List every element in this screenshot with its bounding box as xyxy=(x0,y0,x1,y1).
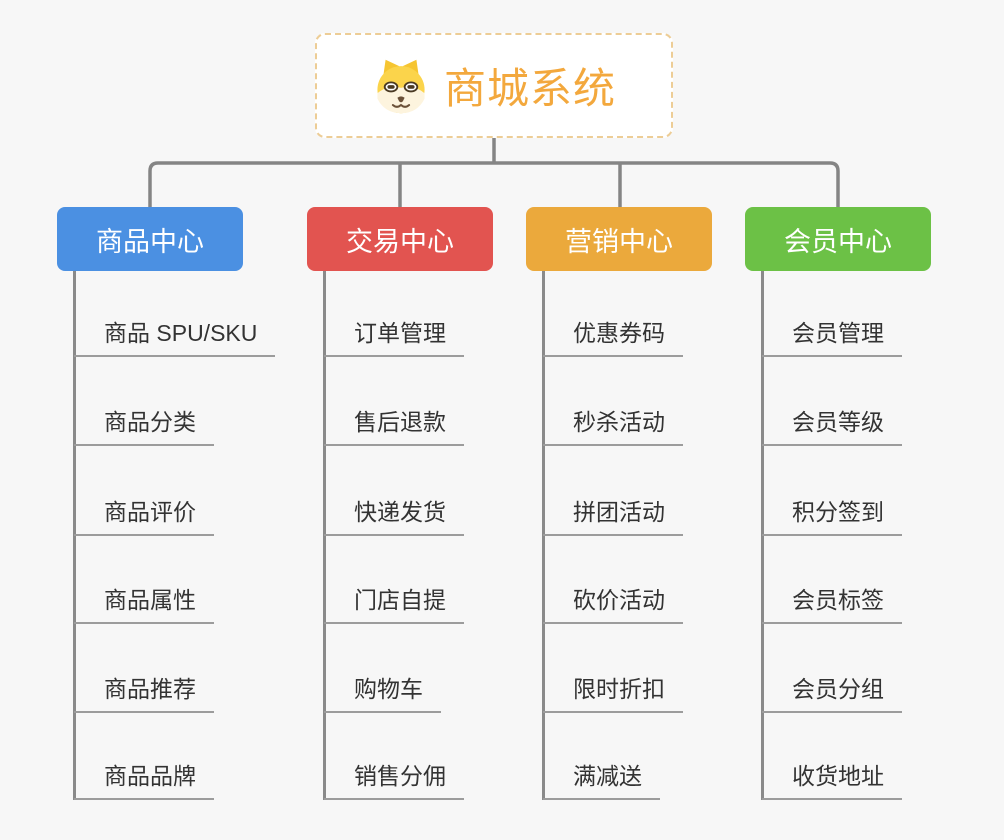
leaf-node-coupon-code[interactable]: 优惠券码 xyxy=(543,318,683,357)
leaf-node-member-group[interactable]: 会员分组 xyxy=(762,674,902,713)
leaf-node-member-level[interactable]: 会员等级 xyxy=(762,407,902,446)
leaf-node-product-brand[interactable]: 商品品牌 xyxy=(74,761,214,800)
dog-face-icon xyxy=(377,59,425,113)
leaf-node-order-management[interactable]: 订单管理 xyxy=(324,318,464,357)
branch-product-center: 商品中心 商品 SPU/SKU 商品分类 商品评价 商品属性 商品推荐 商品品牌 xyxy=(57,207,317,807)
leaf-node-product-category[interactable]: 商品分类 xyxy=(74,407,214,446)
leaf-node-product-recommend[interactable]: 商品推荐 xyxy=(74,674,214,713)
leaf-node-sales-commission[interactable]: 销售分佣 xyxy=(324,761,464,800)
leaf-node-flash-sale[interactable]: 秒杀活动 xyxy=(543,407,683,446)
leaf-node-shopping-cart[interactable]: 购物车 xyxy=(324,674,441,713)
branch-node-trade-center[interactable]: 交易中心 xyxy=(307,207,493,271)
leaf-node-spend-save-promo[interactable]: 满减送 xyxy=(543,761,660,800)
branch-node-marketing-center[interactable]: 营销中心 xyxy=(526,207,712,271)
root-node-title: 商城系统 xyxy=(443,65,616,112)
leaf-node-bargain-activity[interactable]: 砍价活动 xyxy=(543,585,683,624)
branch-node-member-center[interactable]: 会员中心 xyxy=(745,207,931,271)
leaf-node-product-attribute[interactable]: 商品属性 xyxy=(74,585,214,624)
leaf-node-member-tag[interactable]: 会员标签 xyxy=(762,585,902,624)
leaf-node-product-spu-sku[interactable]: 商品 SPU/SKU xyxy=(74,318,276,357)
branch-trade-center: 交易中心 订单管理 售后退款 快递发货 门店自提 购物车 销售分佣 xyxy=(307,207,567,807)
leaf-node-shipping-address[interactable]: 收货地址 xyxy=(762,761,902,800)
leaf-node-express-delivery[interactable]: 快递发货 xyxy=(324,497,464,536)
leaf-node-limited-time-discount[interactable]: 限时折扣 xyxy=(543,674,683,713)
branch-member-center: 会员中心 会员管理 会员等级 积分签到 会员标签 会员分组 收货地址 xyxy=(745,207,1004,807)
leaf-node-points-checkin[interactable]: 积分签到 xyxy=(762,497,902,536)
root-node[interactable]: 商城系统 xyxy=(315,33,673,138)
leaf-node-product-review[interactable]: 商品评价 xyxy=(74,497,214,536)
leaf-node-group-buy[interactable]: 拼团活动 xyxy=(543,497,683,536)
leaf-node-aftersale-refund[interactable]: 售后退款 xyxy=(324,407,464,446)
branch-node-product-center[interactable]: 商品中心 xyxy=(57,207,243,271)
leaf-node-member-management[interactable]: 会员管理 xyxy=(762,318,902,357)
leaf-node-store-pickup[interactable]: 门店自提 xyxy=(324,585,464,624)
branch-marketing-center: 营销中心 优惠券码 秒杀活动 拼团活动 砍价活动 限时折扣 满减送 xyxy=(526,207,786,807)
